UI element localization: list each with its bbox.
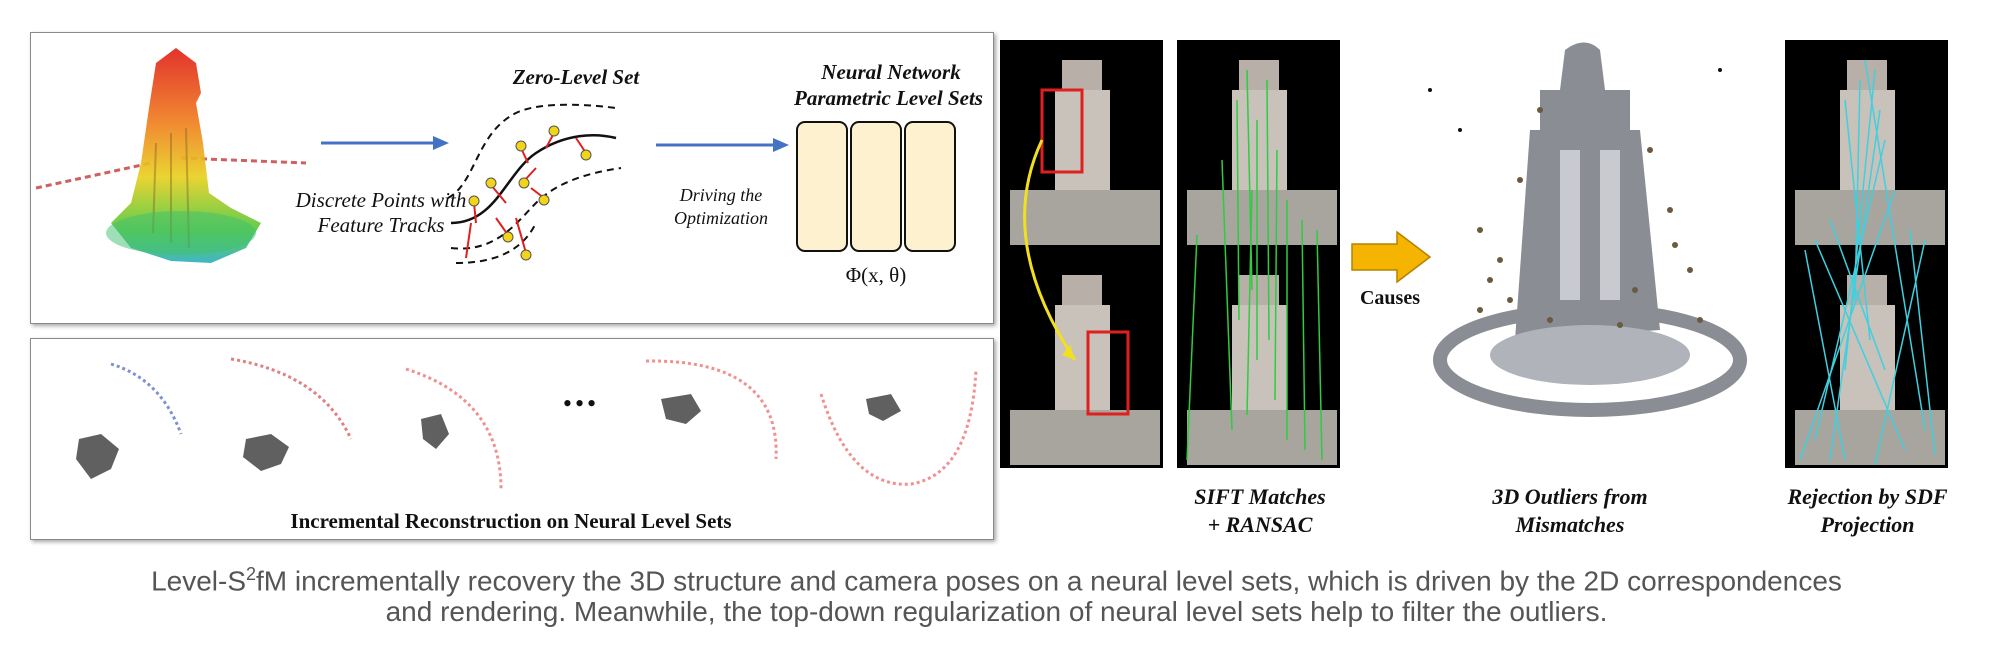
nn-title-line2: Parametric Level Sets: [794, 86, 983, 110]
ellipsis: •••: [562, 389, 600, 418]
zero-level-set-title: Zero-Level Set: [512, 65, 640, 89]
photo-sift-matches: [1177, 40, 1340, 468]
arrow2-label-line1: Driving the: [679, 185, 763, 205]
arrow2-label-line2: Optimization: [673, 208, 768, 228]
rejection-label-line2: Projection: [1820, 512, 1915, 537]
nn-layer-3: [904, 121, 956, 252]
incremental-title: Incremental Reconstruction on Neural Lev…: [290, 509, 732, 533]
photo-sdf-rejection: [1785, 40, 1948, 468]
causes-label: Causes: [1359, 287, 1420, 309]
caption-line-2: and rendering. Meanwhile, the top-down r…: [385, 596, 1608, 627]
incremental-panel: ••• Incremental Reconstruction on Neural…: [30, 338, 994, 540]
causes-arrow: [1351, 230, 1432, 284]
nn-title-line1: Neural Network: [821, 60, 961, 84]
nn-layer-2: [850, 121, 902, 252]
outliers-label-line1: 3D Outliers from: [1492, 484, 1648, 509]
rejection-label-line1: Rejection by SDF: [1787, 484, 1948, 509]
phi-label: Φ(x, θ): [845, 263, 907, 287]
nn-layer-1: [796, 121, 848, 252]
arrow-points-to-level-set: [321, 136, 449, 150]
sift-label-line2: + RANSAC: [1207, 512, 1313, 537]
outliers-3d-render: [1428, 42, 1747, 417]
outliers-label-line2: Mismatches: [1515, 512, 1625, 537]
colored-point-cloud: [35, 48, 307, 263]
fountain-top-1: [1010, 60, 1160, 245]
arrow1-label-line2: Feature Tracks: [317, 213, 445, 237]
arrow-level-set-to-network: [656, 138, 789, 152]
zero-level-set-diagram: [447, 103, 622, 264]
caption-line1-text: fM incrementally recovery the 3D structu…: [256, 565, 1842, 597]
caption-superscript: 2: [246, 564, 257, 584]
arrow1-label-line1: Discrete Points with: [295, 188, 467, 212]
pipeline-panel: Discrete Points with Feature Tracks Zero…: [30, 32, 994, 324]
photo-pair-left: [1000, 40, 1163, 468]
incremental-reconstruction-steps: [76, 357, 978, 490]
sift-label-line1: SIFT Matches: [1194, 484, 1326, 509]
caption-prefix: Level-S: [151, 565, 247, 597]
caption-line-1: Level-S2fM incrementally recovery the 3D…: [0, 556, 1993, 599]
fountain-bottom-1: [1010, 275, 1160, 465]
